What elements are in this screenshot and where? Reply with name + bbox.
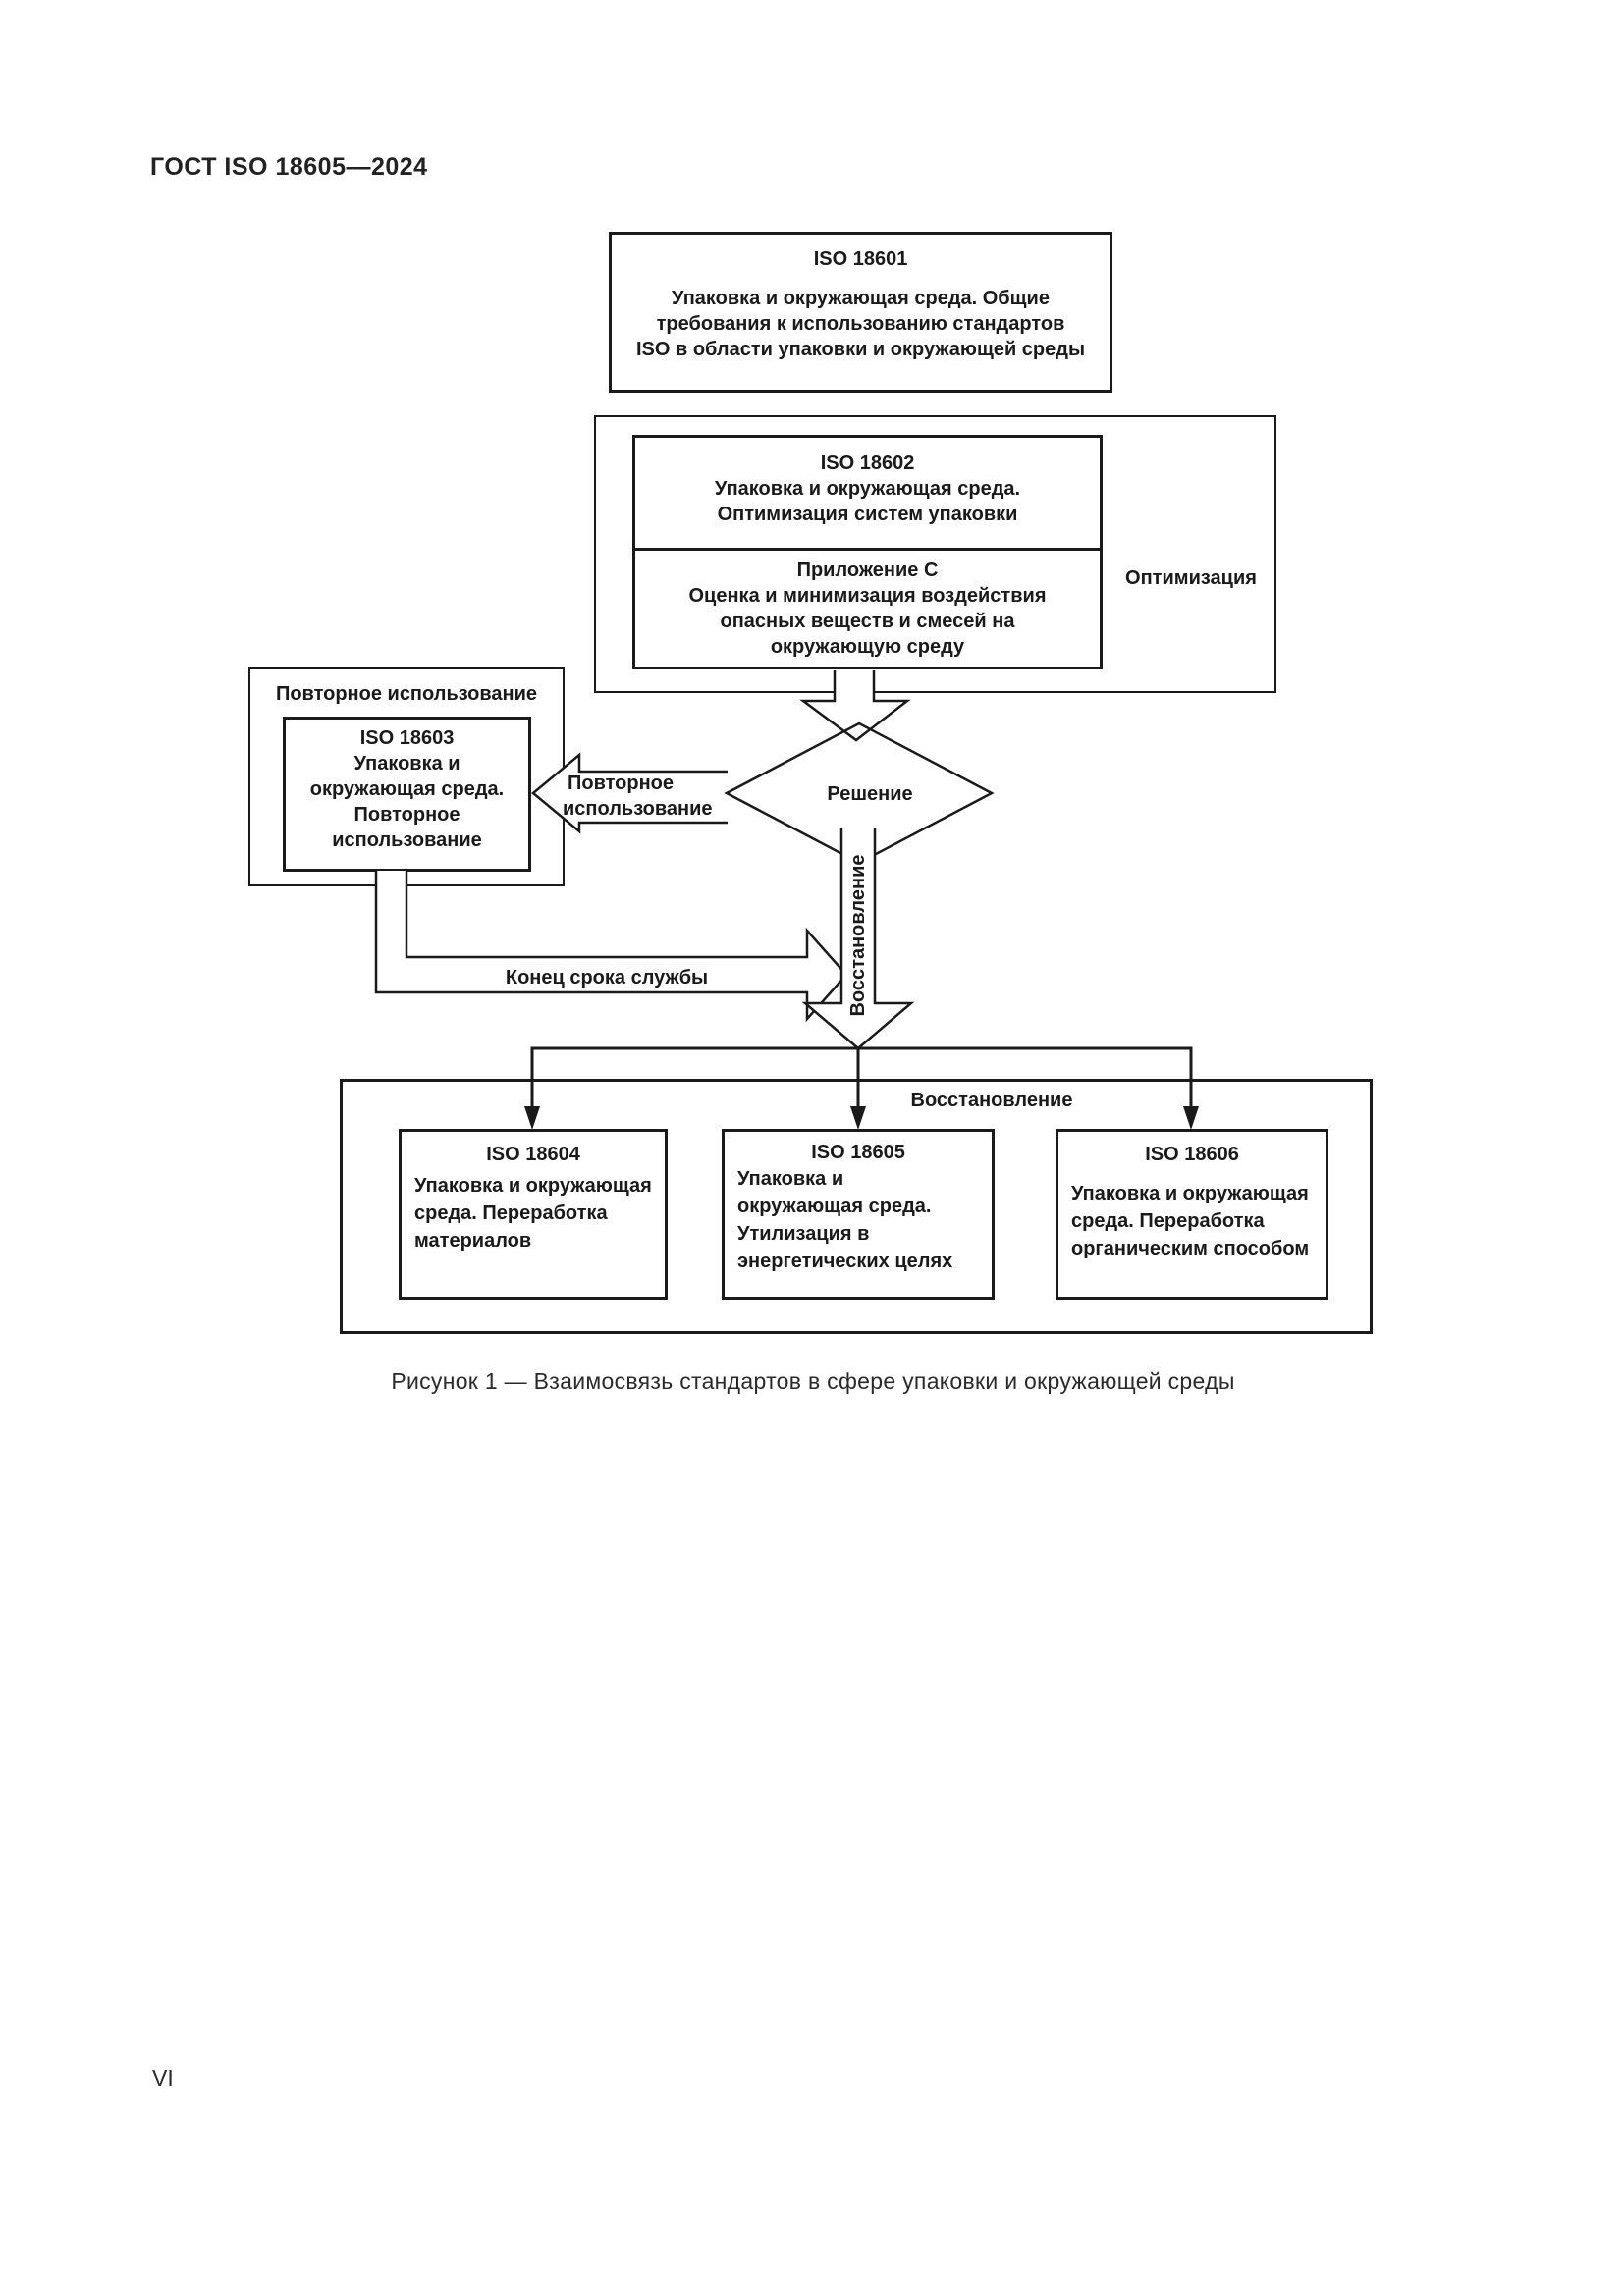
node-line: Утилизация в [737,1223,870,1245]
node-line: требования к использованию стандартов [656,313,1065,335]
node-line: Упаковка и [737,1168,844,1190]
node-line: среда. Переработка [1071,1210,1265,1232]
node-iso18602: ISO 18602 Упаковка и окружающая среда. О… [635,438,1100,551]
node-line: Упаковка и [353,753,460,774]
figure-caption: Рисунок 1 — Взаимосвязь стандартов в сфе… [391,1368,1235,1394]
node-annex-c: Приложение С Оценка и минимизация воздей… [635,551,1100,660]
reuse-arrow-label-line1: Повторное [568,773,674,794]
node-line: Оптимизация систем упаковки [717,504,1018,525]
recovery-vertical-label: Восстановление [847,855,869,1017]
node-title: ISO 18602 [820,453,915,474]
node-line: органическим способом [1071,1238,1310,1259]
arrow-recovery-down [801,828,915,1050]
optimization-label: Оптимизация [1125,567,1257,589]
page-header: ГОСТ ISO 18605—2024 [150,153,428,181]
node-iso18603: ISO 18603 Упаковка и окружающая среда. П… [283,717,531,872]
node-title: ISO 18601 [813,248,908,270]
node-title: ISO 18606 [1145,1144,1239,1165]
arrow-end-of-life [374,871,848,1023]
node-line: Повторное [353,804,460,826]
node-line: окружающую среду [770,636,965,658]
page-number: VI [152,2065,174,2091]
node-title: ISO 18603 [359,727,455,749]
node-line: среда. Переработка [414,1202,608,1224]
node-line: окружающая среда. [309,778,505,800]
node-iso18602-annexc: ISO 18602 Упаковка и окружающая среда. О… [632,435,1103,669]
group-reuse-label: Повторное использование [275,683,538,705]
node-title: ISO 18605 [811,1142,905,1163]
decision-label: Решение [827,783,912,805]
node-line: опасных веществ и смесей на [720,611,1015,632]
node-line: использование [332,829,482,851]
node-line: материалов [414,1230,532,1252]
reuse-arrow-label-line2: использование [563,798,713,820]
decision-diamond [724,721,995,865]
node-iso18604: ISO 18604 Упаковка и окружающая среда. П… [399,1129,668,1300]
node-line: окружающая среда. [737,1196,932,1217]
node-line: Упаковка и окружающая среда. Общие [672,288,1050,309]
group-recovery-label: Восстановление [910,1090,1073,1111]
node-title: Приложение С [796,560,939,581]
node-iso18606: ISO 18606 Упаковка и окружающая среда. П… [1056,1129,1328,1300]
node-iso18601: ISO 18601 Упаковка и окружающая среда. О… [609,232,1112,393]
node-line: Оценка и минимизация воздействия [688,585,1047,607]
node-line: ISO в области упаковки и окружающей сред… [635,339,1086,360]
node-title: ISO 18604 [486,1144,580,1165]
node-line: Упаковка и окружающая среда. [714,478,1021,500]
end-of-life-label: Конец срока службы [506,967,708,988]
node-iso18605: ISO 18605 Упаковка и окружающая среда. У… [722,1129,995,1300]
node-line: Упаковка и окружающая [1071,1183,1309,1204]
node-line: Упаковка и окружающая [414,1175,652,1197]
node-line: энергетических целях [737,1251,953,1272]
